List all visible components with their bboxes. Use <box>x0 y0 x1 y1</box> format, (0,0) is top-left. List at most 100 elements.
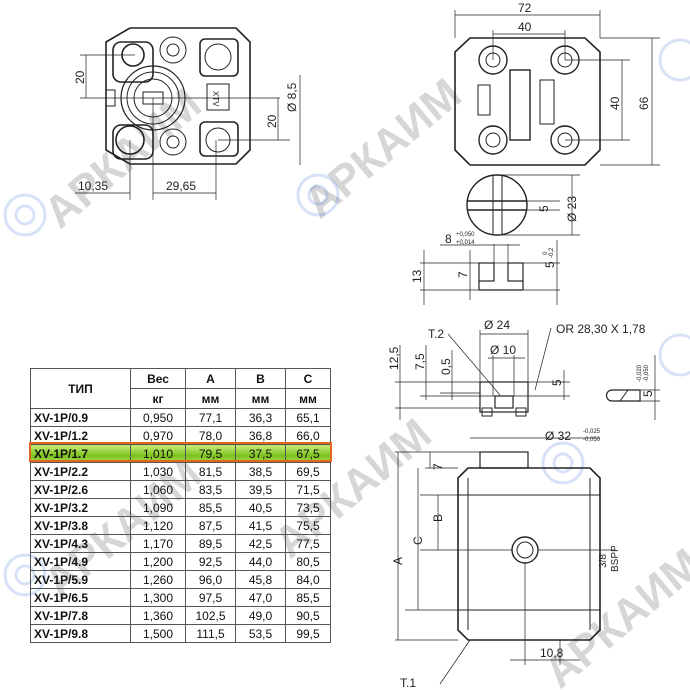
dim-20-right: 20 <box>265 114 279 128</box>
dim-12-5: 12,5 <box>387 346 401 370</box>
dim-10-35: 10,35 <box>78 179 108 193</box>
unit-b: мм <box>235 388 286 409</box>
header-b: B <box>235 368 286 389</box>
cell-a: 78,0 <box>185 426 236 445</box>
cell-weight: 1,170 <box>130 534 186 553</box>
cell-c: 90,5 <box>285 606 331 625</box>
unit-weight: кг <box>130 388 186 409</box>
cell-c: 77,5 <box>285 534 331 553</box>
dim-c: C <box>411 536 425 545</box>
cell-weight: 0,950 <box>130 408 186 427</box>
cell-b: 38,5 <box>235 462 286 481</box>
side-view: 7 B C A 3/8 BSPP 10,8 T.1 <box>391 451 621 690</box>
dim-d23: Ø 23 <box>565 196 579 222</box>
dim-d32: Ø 32 <box>545 429 571 443</box>
cell-b: 42,5 <box>235 534 286 553</box>
label-t2: T.2 <box>428 327 444 341</box>
dim-72: 72 <box>518 1 532 15</box>
cell-type: XV-1P/7.8 <box>30 606 131 625</box>
header-a: A <box>185 368 236 389</box>
header-weight: Вес <box>130 368 186 389</box>
cell-type: XV-1P/1.2 <box>30 426 131 445</box>
svg-text:-0,025: -0,025 <box>583 429 601 435</box>
cell-a: 79,5 <box>185 444 236 463</box>
dim-5: 5 <box>537 205 551 212</box>
cell-c: 65,1 <box>285 408 331 427</box>
cell-c: 84,0 <box>285 570 331 589</box>
cell-type: XV-1P/4.3 <box>30 534 131 553</box>
cell-b: 45,8 <box>235 570 286 589</box>
cell-c: 75,5 <box>285 516 331 535</box>
cell-type: XV-1P/6.5 <box>30 588 131 607</box>
cell-a: 81,5 <box>185 462 236 481</box>
dim-b: B <box>431 514 445 522</box>
shaft-end-view: 5 Ø 23 <box>466 174 580 236</box>
header-type: ТИП <box>30 368 131 409</box>
cell-a: 97,5 <box>185 588 236 607</box>
dim-40-top: 40 <box>518 20 532 34</box>
svg-text:-0,020: -0,020 <box>637 364 643 382</box>
cell-a: 77,1 <box>185 408 236 427</box>
dim-13: 13 <box>410 269 424 283</box>
svg-text:+0,050: +0,050 <box>456 232 475 238</box>
cell-weight: 0,970 <box>130 426 186 445</box>
cell-b: 36,3 <box>235 408 286 427</box>
cell-weight: 1,260 <box>130 570 186 589</box>
back-view: 72 40 40 66 <box>454 1 660 166</box>
dim-40-right: 40 <box>608 96 622 110</box>
key-detail: 8 +0,050 +0,014 13 7 5 0 -0,2 <box>410 232 560 305</box>
dim-5-key: 5 <box>543 261 557 268</box>
cell-weight: 1,010 <box>130 444 186 463</box>
dim-29-65: 29,65 <box>166 179 196 193</box>
cell-c: 71,5 <box>285 480 331 499</box>
svg-text:XTV: XTV <box>211 91 220 107</box>
cell-a: 102,5 <box>185 606 236 625</box>
svg-text:-0,050: -0,050 <box>583 437 601 443</box>
cell-c: 85,5 <box>285 588 331 607</box>
flange-section: Ø 24 Ø 10 T.2 OR 28,30 X 1,78 12,5 7,5 0… <box>387 318 660 443</box>
cell-a: 111,5 <box>185 624 236 643</box>
cell-c: 67,5 <box>285 444 331 463</box>
cell-b: 53,5 <box>235 624 286 643</box>
svg-text:-0,2: -0,2 <box>549 247 555 258</box>
cell-type: XV-1P/1.7 <box>30 444 131 463</box>
cell-c: 80,5 <box>285 552 331 571</box>
cell-weight: 1,090 <box>130 498 186 517</box>
dim-d24: Ø 24 <box>484 318 510 332</box>
port-size: 3/8 <box>598 554 609 568</box>
svg-text:-0,050: -0,050 <box>644 364 650 382</box>
dim-5-flange: 5 <box>550 379 564 386</box>
cell-type: XV-1P/4.9 <box>30 552 131 571</box>
cell-c: 99,5 <box>285 624 331 643</box>
cell-weight: 1,030 <box>130 462 186 481</box>
cell-b: 44,0 <box>235 552 286 571</box>
cell-weight: 1,500 <box>130 624 186 643</box>
dim-0-5: 0,5 <box>439 358 453 375</box>
cell-c: 73,5 <box>285 498 331 517</box>
label-t1: T.1 <box>400 676 416 690</box>
cell-type: XV-1P/3.8 <box>30 516 131 535</box>
cell-b: 37,5 <box>235 444 286 463</box>
cell-type: XV-1P/2.2 <box>30 462 131 481</box>
watermark-logo-icon <box>3 38 690 597</box>
header-c: C <box>285 368 331 389</box>
front-view: XTV 20 Ø 8,5 20 10,35 29,65 <box>73 27 301 200</box>
cell-a: 89,5 <box>185 534 236 553</box>
cell-weight: 1,120 <box>130 516 186 535</box>
cell-type: XV-1P/3.2 <box>30 498 131 517</box>
cell-c: 66,0 <box>285 426 331 445</box>
dim-66: 66 <box>637 96 651 110</box>
cell-weight: 1,060 <box>130 480 186 499</box>
cell-a: 87,5 <box>185 516 236 535</box>
unit-c: мм <box>285 388 331 409</box>
